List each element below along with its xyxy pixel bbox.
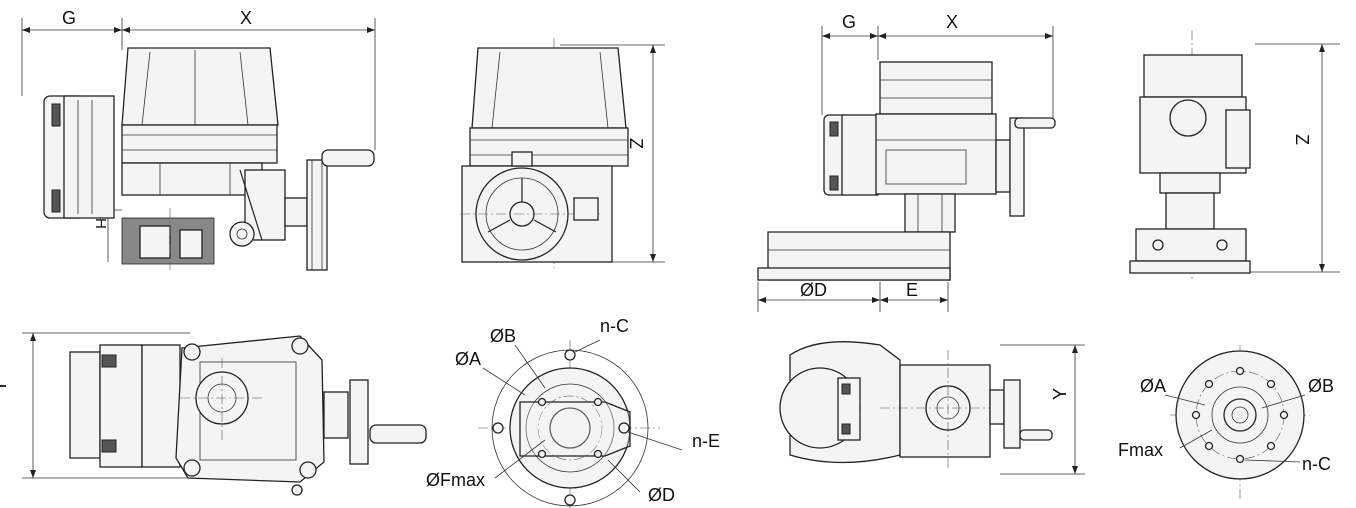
view-front-base xyxy=(1129,30,1340,280)
label-n-e: n-E xyxy=(692,431,720,451)
label-fmax: Fmax xyxy=(1118,440,1163,460)
label-e: E xyxy=(906,280,918,300)
label-h: H xyxy=(92,218,109,229)
label-x-2: X xyxy=(946,12,958,32)
view-flange xyxy=(478,339,683,508)
label-diameter-b: ØB xyxy=(490,326,516,346)
label-y-2: Y xyxy=(1050,388,1070,400)
view-side-base xyxy=(757,26,1056,312)
label-z: Z xyxy=(626,138,646,149)
view-top xyxy=(22,332,427,496)
label-n-c-2: n-C xyxy=(1302,454,1331,474)
label-g-2: G xyxy=(842,12,856,32)
view-base-flange xyxy=(1164,345,1310,500)
label-y: Y xyxy=(0,380,10,392)
label-diameter-fmax: ØFmax xyxy=(426,470,485,490)
label-diameter-d-2: ØD xyxy=(800,280,827,300)
label-diameter-a-2: ØA xyxy=(1140,376,1166,396)
label-diameter-d: ØD xyxy=(648,485,675,505)
label-g: G xyxy=(62,8,76,28)
view-side-handwheel xyxy=(21,18,376,271)
view-front xyxy=(460,38,665,268)
view-top-base xyxy=(779,341,1085,475)
label-x: X xyxy=(240,8,252,28)
label-diameter-b-2: ØB xyxy=(1308,376,1334,396)
label-z-2: Z xyxy=(1292,134,1312,145)
label-n-c: n-C xyxy=(600,316,629,336)
label-diameter-a: ØA xyxy=(455,349,481,369)
